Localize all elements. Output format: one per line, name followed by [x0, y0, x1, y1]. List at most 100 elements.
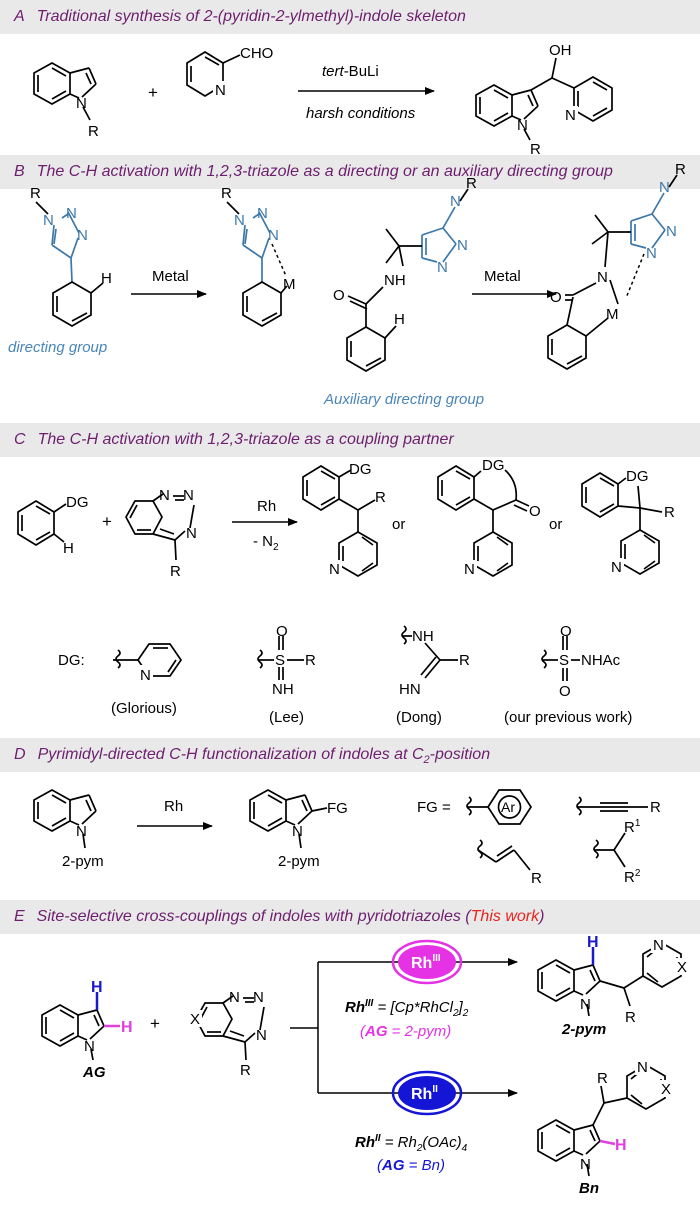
atom-label: X	[677, 959, 687, 976]
atom-label: Ar	[501, 799, 515, 815]
arene-dg-reactant	[17, 500, 67, 546]
atom-label: N	[292, 823, 303, 840]
dg-amidine	[401, 625, 458, 679]
plus-sign: +	[148, 83, 158, 102]
atom-label: R	[675, 161, 686, 178]
atom-label: 2-pym	[62, 853, 104, 870]
reagent-label: Metal	[152, 268, 189, 285]
atom-label: N	[186, 525, 197, 542]
atom-label: N	[84, 1038, 95, 1055]
reagent-label: - N2	[253, 533, 279, 553]
atom-mask	[635, 1058, 650, 1075]
atom-label: M	[283, 276, 296, 293]
atom-label: N	[215, 82, 226, 99]
atom-label: X	[661, 1081, 671, 1098]
reagent-label: tert-BuLi	[322, 63, 379, 80]
atom-label: 2-pym	[278, 853, 320, 870]
atom-label: R	[170, 563, 181, 580]
atom-label: N	[437, 259, 448, 276]
fg-aryl	[466, 789, 533, 825]
product-c3	[581, 472, 663, 575]
atom-label: R	[597, 1070, 608, 1087]
atom-label: DG	[349, 461, 372, 478]
ag-pym-condition: (AG = 2-pym)	[360, 1023, 451, 1040]
dg-ref-glorious: (Glorious)	[111, 700, 177, 717]
atom-mask	[563, 106, 578, 123]
atom-label: R	[664, 504, 675, 521]
reagent-label: Metal	[484, 268, 521, 285]
or-label: or	[392, 516, 405, 533]
atom-label: R	[625, 1009, 636, 1026]
dg-ref-lee: (Lee)	[269, 709, 304, 726]
atom-label: R	[221, 185, 232, 202]
rh2-catalyst-badge	[391, 1070, 463, 1116]
metallacycle-product-b1	[226, 201, 288, 327]
atom-label: N	[457, 237, 468, 254]
atom-label: NHAc	[581, 652, 621, 669]
atom-mask	[213, 81, 229, 98]
atom-label: R	[531, 870, 542, 887]
atom-label: N	[257, 205, 268, 222]
atom-label: N	[329, 561, 340, 578]
fg-equals-label: FG =	[417, 799, 451, 816]
atom-label: R	[530, 141, 541, 158]
pyridotriazole-reactant-c	[125, 493, 195, 561]
atom-label: R	[305, 652, 316, 669]
dg-list-label: DG:	[58, 652, 85, 669]
atom-label: H	[63, 540, 74, 557]
indole-fg-product	[249, 789, 328, 849]
atom-label: N	[183, 487, 194, 504]
atom-label: N	[646, 245, 657, 262]
atom-label: N	[597, 269, 608, 286]
plus-sign: +	[102, 512, 112, 531]
atom-label: H	[394, 311, 405, 328]
or-label: or	[549, 516, 562, 533]
atom-label: N	[256, 1027, 267, 1044]
atom-label: S	[275, 652, 285, 669]
atom-mask	[609, 558, 624, 575]
atom-label: M	[606, 306, 619, 323]
atom-mask	[138, 665, 153, 681]
fg-alkyl	[593, 832, 626, 868]
atom-label: DG	[482, 457, 505, 474]
atom-label: R	[30, 185, 41, 202]
atom-label: N	[637, 1059, 648, 1076]
atom-label: N	[611, 559, 622, 576]
atom-label: N	[43, 212, 54, 229]
fg-alkenyl	[477, 839, 531, 871]
atom-label: N	[517, 117, 528, 134]
atom-label: HN	[399, 681, 421, 698]
atom-label: O	[276, 623, 288, 640]
dg-ref-previous: (our previous work)	[504, 709, 632, 726]
atom-label: R1	[624, 818, 641, 836]
rh3-badge-label: RhIII	[411, 953, 441, 972]
atom-label: N	[580, 996, 591, 1013]
atom-label: NH	[384, 272, 406, 289]
atom-label: O	[333, 287, 345, 304]
atom-label-ag: AG	[82, 1064, 106, 1081]
product-c2	[437, 465, 530, 577]
atom-mask	[462, 560, 477, 577]
atom-label: 2-pym	[561, 1021, 606, 1038]
atom-label: NH	[272, 681, 294, 698]
atom-mask	[660, 1080, 673, 1097]
dg-sulfoximine	[257, 636, 304, 680]
atom-label: N	[464, 561, 475, 578]
indole-reactant-a	[33, 62, 97, 121]
atom-label: X	[190, 1011, 200, 1028]
atom-label: N	[565, 107, 576, 124]
dg-sulfonamide	[541, 636, 580, 681]
atom-label: Bn	[579, 1180, 599, 1197]
atom-label: N	[653, 937, 664, 954]
atom-label: N	[450, 193, 461, 210]
atom-label: R	[650, 799, 661, 816]
rh3-catalyst-definition: RhIII = [Cp*RhCl2]2	[345, 998, 469, 1019]
atom-mask	[651, 936, 666, 953]
rh2-badge-label: RhII	[411, 1084, 438, 1103]
